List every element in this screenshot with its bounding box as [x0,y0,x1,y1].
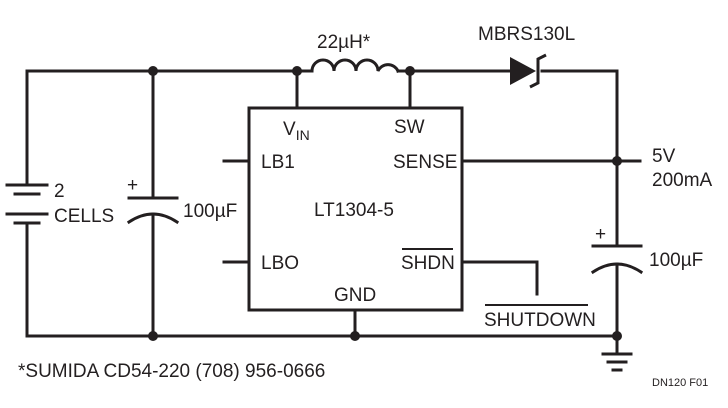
ground-symbol [601,334,633,372]
figure-id: DN120 F01 [652,377,708,389]
input-cap-polarity: + [127,175,138,196]
inductor-label: 22µH* [317,32,371,53]
output-voltage-label: 5V [652,146,676,167]
junction-dots [148,66,622,341]
inductor-symbol [310,58,400,73]
diode-label: MBRS130L [478,24,575,45]
input-cap-value: 100µF [183,201,237,222]
pin-lb1-label: LB1 [261,152,295,173]
output-cap-value: 100µF [649,250,703,271]
battery-cells-label: CELLS [54,206,114,227]
pin-shdn-label: SHDN [401,253,455,274]
input-capacitor [126,69,180,338]
pin-lbo-label: LBO [261,253,299,274]
pin-vin-label: VIN [283,119,310,143]
shdn-wire [460,260,539,296]
shutdown-label: SHUTDOWN [484,310,596,331]
output-cap-polarity: + [595,224,606,245]
footnote: *SUMIDA CD54-220 (708) 956-0666 [18,361,325,382]
schottky-diode [510,53,547,89]
output-current-label: 200mA [652,170,713,191]
pin-gnd-label: GND [334,285,376,306]
top-rail-wires [25,69,619,236]
pin-sense-label: SENSE [393,152,457,173]
ic-name-label: LT1304-5 [314,200,394,221]
output-capacitor [590,232,644,338]
pin-sw-label: SW [394,117,425,138]
battery-count-label: 2 [54,181,65,202]
battery-symbol [5,183,49,233]
